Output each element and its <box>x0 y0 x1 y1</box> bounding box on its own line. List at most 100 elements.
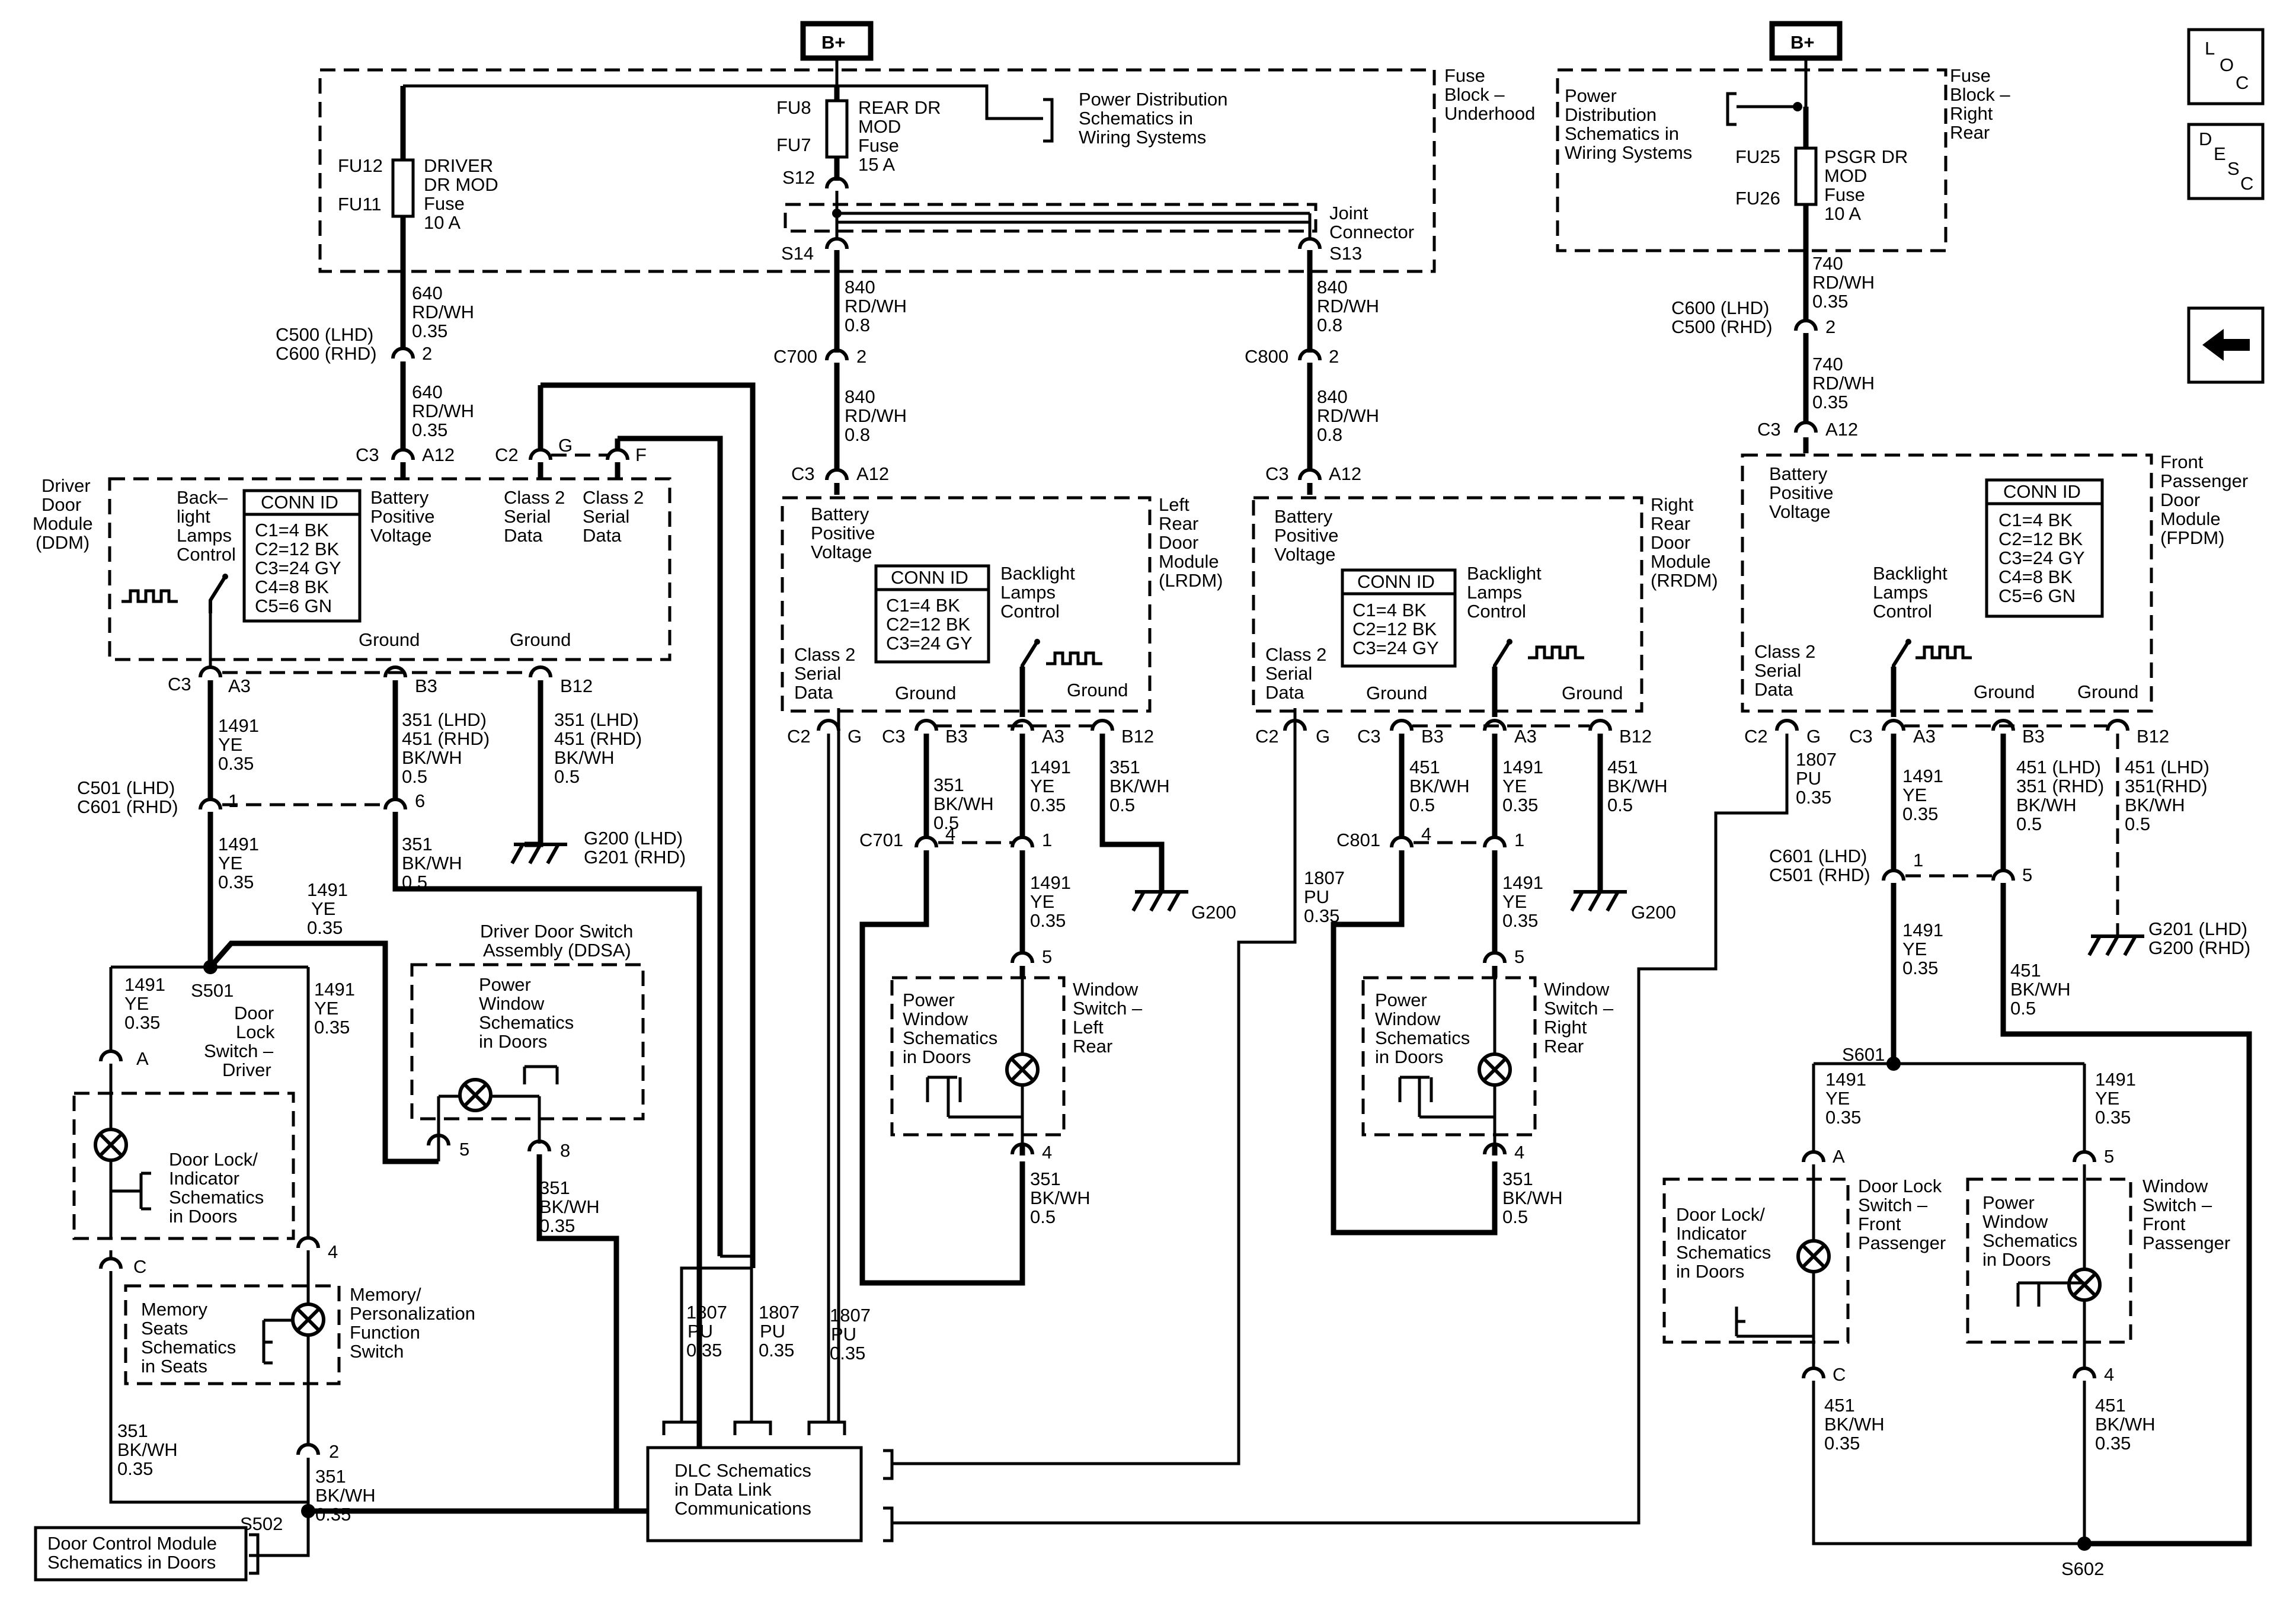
svg-text:C601 (RHD): C601 (RHD) <box>77 796 178 817</box>
svg-text:YE: YE <box>2095 1088 2119 1109</box>
svg-text:Personalization: Personalization <box>350 1303 475 1324</box>
svg-text:Lamps: Lamps <box>1873 582 1928 603</box>
svg-text:5: 5 <box>1514 946 1524 967</box>
svg-text:1491: 1491 <box>2095 1069 2136 1090</box>
svg-text:C2=12 BK: C2=12 BK <box>886 614 971 635</box>
svg-text:S601: S601 <box>1842 1044 1885 1065</box>
svg-text:Backlight: Backlight <box>1873 563 1948 584</box>
svg-text:C3=24 GY: C3=24 GY <box>1998 548 2085 568</box>
svg-text:2: 2 <box>422 343 432 364</box>
svg-text:YE: YE <box>1502 776 1527 796</box>
svg-text:CONN ID: CONN ID <box>261 492 338 513</box>
svg-text:Window: Window <box>1375 1009 1441 1029</box>
window-switch-left-rear <box>890 976 1066 1137</box>
svg-text:1491: 1491 <box>218 715 259 736</box>
svg-text:Data: Data <box>1265 682 1304 703</box>
svg-text:G200: G200 <box>1191 902 1236 923</box>
svg-text:0.5: 0.5 <box>402 872 427 892</box>
back-arrow-icon[interactable] <box>2187 306 2265 384</box>
svg-text:Class 2: Class 2 <box>1265 644 1326 665</box>
svg-text:C501 (LHD): C501 (LHD) <box>77 777 175 798</box>
svg-text:351: 351 <box>933 774 964 795</box>
wire-451-351-fp: 451 (LHD)351 (RHD)BK/WH0.5 <box>2016 757 2104 834</box>
svg-text:C2: C2 <box>1255 726 1279 747</box>
svg-text:G: G <box>1806 726 1821 747</box>
svg-text:0.35: 0.35 <box>315 1504 351 1525</box>
svg-text:Control: Control <box>1467 601 1526 622</box>
desc-button[interactable]: D E S C <box>2187 123 2265 200</box>
svg-text:S: S <box>2227 158 2240 179</box>
svg-text:C3: C3 <box>1265 463 1289 484</box>
svg-text:1807: 1807 <box>830 1305 871 1326</box>
svg-text:0.35: 0.35 <box>1902 958 1938 978</box>
svg-text:0.35: 0.35 <box>2095 1107 2131 1128</box>
svg-text:C2: C2 <box>1744 726 1768 747</box>
svg-text:0.5: 0.5 <box>933 812 959 833</box>
svg-text:C600 (LHD): C600 (LHD) <box>1671 297 1769 318</box>
svg-text:Block –: Block – <box>1950 84 2010 105</box>
svg-text:Rear: Rear <box>1651 513 1690 534</box>
svg-text:YE: YE <box>1902 785 1927 805</box>
svg-text:1807: 1807 <box>686 1302 727 1323</box>
svg-text:0.35: 0.35 <box>1030 795 1066 815</box>
loc-button[interactable]: L O C <box>2187 28 2265 105</box>
driver-door-switch-assembly <box>410 963 645 1121</box>
svg-text:RD/WH: RD/WH <box>1317 296 1379 316</box>
svg-text:in Doors: in Doors <box>169 1206 237 1227</box>
svg-text:Memory: Memory <box>141 1299 207 1320</box>
svg-text:B12: B12 <box>1619 726 1652 747</box>
svg-text:1491: 1491 <box>1502 757 1543 777</box>
svg-text:C2: C2 <box>495 444 519 465</box>
svg-text:0.35: 0.35 <box>314 1017 350 1038</box>
svg-text:BK/WH: BK/WH <box>1030 1188 1091 1208</box>
svg-text:Window: Window <box>479 993 545 1014</box>
svg-text:0.35: 0.35 <box>1796 787 1831 808</box>
psgr-dr-mod-fuse <box>1794 146 1818 206</box>
svg-text:Schematics in Doors: Schematics in Doors <box>47 1552 216 1573</box>
svg-text:4: 4 <box>2104 1364 2114 1385</box>
svg-text:BK/WH: BK/WH <box>1607 776 1668 796</box>
svg-text:YE: YE <box>1825 1088 1850 1109</box>
svg-text:0.35: 0.35 <box>1902 804 1938 824</box>
svg-text:C1=4 BK: C1=4 BK <box>1998 510 2073 530</box>
svg-text:Schematics: Schematics <box>169 1187 264 1208</box>
svg-text:0.5: 0.5 <box>1607 795 1633 815</box>
svg-text:1491: 1491 <box>1030 757 1071 777</box>
svg-text:B+: B+ <box>821 32 846 53</box>
svg-text:10 A: 10 A <box>1824 203 1861 224</box>
svg-text:Control: Control <box>177 544 236 565</box>
svg-text:A12: A12 <box>422 444 455 465</box>
svg-text:0.35: 0.35 <box>759 1340 794 1361</box>
svg-text:B3: B3 <box>945 726 968 747</box>
svg-text:Positive: Positive <box>811 523 875 543</box>
svg-text:C500 (RHD): C500 (RHD) <box>1671 316 1773 337</box>
svg-text:Schematics: Schematics <box>1676 1242 1771 1263</box>
svg-text:Class 2: Class 2 <box>794 644 855 665</box>
svg-text:351 (LHD): 351 (LHD) <box>554 709 639 730</box>
svg-text:BK/WH: BK/WH <box>1409 776 1470 796</box>
svg-text:Function: Function <box>350 1322 420 1343</box>
svg-text:C4=8 BK: C4=8 BK <box>255 577 329 597</box>
svg-text:0.35: 0.35 <box>218 753 254 774</box>
svg-text:Switch –: Switch – <box>2142 1195 2212 1215</box>
svg-text:PU: PU <box>831 1324 856 1345</box>
svg-text:in Doors: in Doors <box>903 1046 971 1067</box>
svg-text:in Seats: in Seats <box>141 1356 207 1377</box>
svg-text:0.5: 0.5 <box>2125 814 2150 834</box>
svg-text:FU7: FU7 <box>776 135 811 155</box>
svg-text:Backlight: Backlight <box>1467 563 1542 584</box>
